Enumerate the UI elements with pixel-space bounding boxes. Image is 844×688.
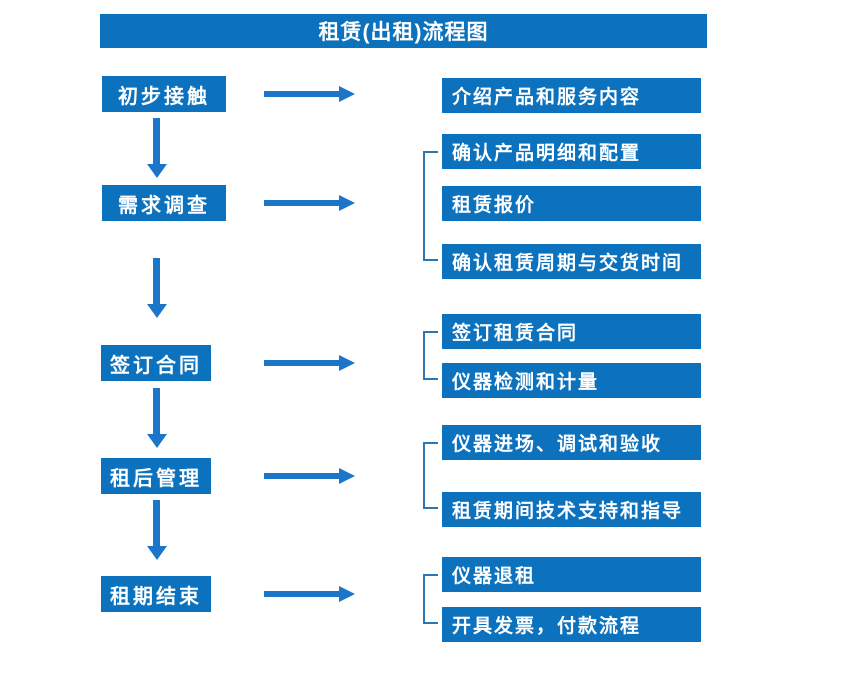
arrow-head bbox=[339, 355, 355, 371]
arrow-shaft bbox=[153, 258, 160, 304]
arrow-head bbox=[339, 195, 355, 211]
arrow-shaft bbox=[153, 500, 160, 546]
arrow-head bbox=[147, 434, 167, 448]
detail-label: 租赁报价 bbox=[452, 195, 537, 216]
step-label: 租期结束 bbox=[110, 585, 202, 608]
arrow-shaft bbox=[264, 473, 339, 479]
down-arrow-icon bbox=[147, 500, 167, 560]
step-label: 签订合同 bbox=[110, 354, 202, 377]
step-label: 初步接触 bbox=[118, 85, 210, 108]
arrow-shaft bbox=[264, 360, 339, 366]
down-arrow-icon bbox=[147, 388, 167, 448]
arrow-shaft bbox=[264, 591, 339, 597]
right-arrow-icon bbox=[264, 355, 355, 371]
down-arrow-icon bbox=[147, 258, 167, 318]
arrow-head bbox=[339, 586, 355, 602]
diagram-title: 租赁(出租)流程图 bbox=[318, 21, 489, 44]
detail-box-rental-quote: 租赁报价 bbox=[442, 186, 701, 221]
diagram-title-bar: 租赁(出租)流程图 bbox=[100, 14, 707, 48]
detail-box-instrument-return: 仪器退租 bbox=[442, 557, 701, 592]
detail-label: 开具发票，付款流程 bbox=[452, 616, 642, 637]
detail-label: 确认租赁周期与交货时间 bbox=[452, 253, 684, 274]
step-label: 需求调查 bbox=[118, 194, 210, 217]
arrow-head bbox=[147, 304, 167, 318]
group-bracket-demand-survey bbox=[423, 151, 438, 261]
detail-box-sign-rental-contract: 签订租赁合同 bbox=[442, 314, 701, 349]
step-box-rental-end: 租期结束 bbox=[101, 576, 211, 612]
detail-label: 签订租赁合同 bbox=[452, 323, 579, 344]
arrow-head bbox=[339, 468, 355, 484]
right-arrow-icon bbox=[264, 195, 355, 211]
step-box-sign-contract: 签订合同 bbox=[101, 345, 211, 381]
step-box-post-rental-mgmt: 租后管理 bbox=[101, 458, 211, 494]
detail-box-instrument-testing: 仪器检测和计量 bbox=[442, 363, 701, 398]
arrow-head bbox=[147, 164, 167, 178]
arrow-shaft bbox=[264, 200, 339, 206]
group-bracket-rental-end bbox=[423, 574, 438, 624]
detail-box-confirm-period: 确认租赁周期与交货时间 bbox=[442, 244, 701, 279]
step-box-initial-contact: 初步接触 bbox=[102, 76, 226, 112]
arrow-head bbox=[339, 86, 355, 102]
detail-box-invoice-payment: 开具发票，付款流程 bbox=[442, 607, 701, 642]
step-label: 租后管理 bbox=[110, 467, 202, 490]
detail-label: 仪器退租 bbox=[452, 566, 537, 587]
group-bracket-sign-contract bbox=[423, 331, 438, 380]
group-bracket-post-rental bbox=[423, 442, 438, 509]
detail-box-instrument-arrival: 仪器进场、调试和验收 bbox=[442, 425, 701, 460]
detail-box-introduce-products: 介绍产品和服务内容 bbox=[442, 78, 701, 113]
detail-label: 仪器进场、调试和验收 bbox=[452, 434, 663, 455]
arrow-shaft bbox=[153, 118, 160, 164]
right-arrow-icon bbox=[264, 586, 355, 602]
right-arrow-icon bbox=[264, 86, 355, 102]
detail-label: 租赁期间技术支持和指导 bbox=[452, 501, 684, 522]
detail-label: 介绍产品和服务内容 bbox=[452, 87, 642, 108]
detail-label: 确认产品明细和配置 bbox=[452, 143, 642, 164]
down-arrow-icon bbox=[147, 118, 167, 178]
detail-box-tech-support: 租赁期间技术支持和指导 bbox=[442, 492, 701, 527]
step-box-demand-survey: 需求调查 bbox=[102, 185, 226, 221]
arrow-shaft bbox=[153, 388, 160, 434]
detail-label: 仪器检测和计量 bbox=[452, 372, 600, 393]
arrow-shaft bbox=[264, 91, 339, 97]
detail-box-confirm-product-spec: 确认产品明细和配置 bbox=[442, 134, 701, 169]
arrow-head bbox=[147, 546, 167, 560]
right-arrow-icon bbox=[264, 468, 355, 484]
